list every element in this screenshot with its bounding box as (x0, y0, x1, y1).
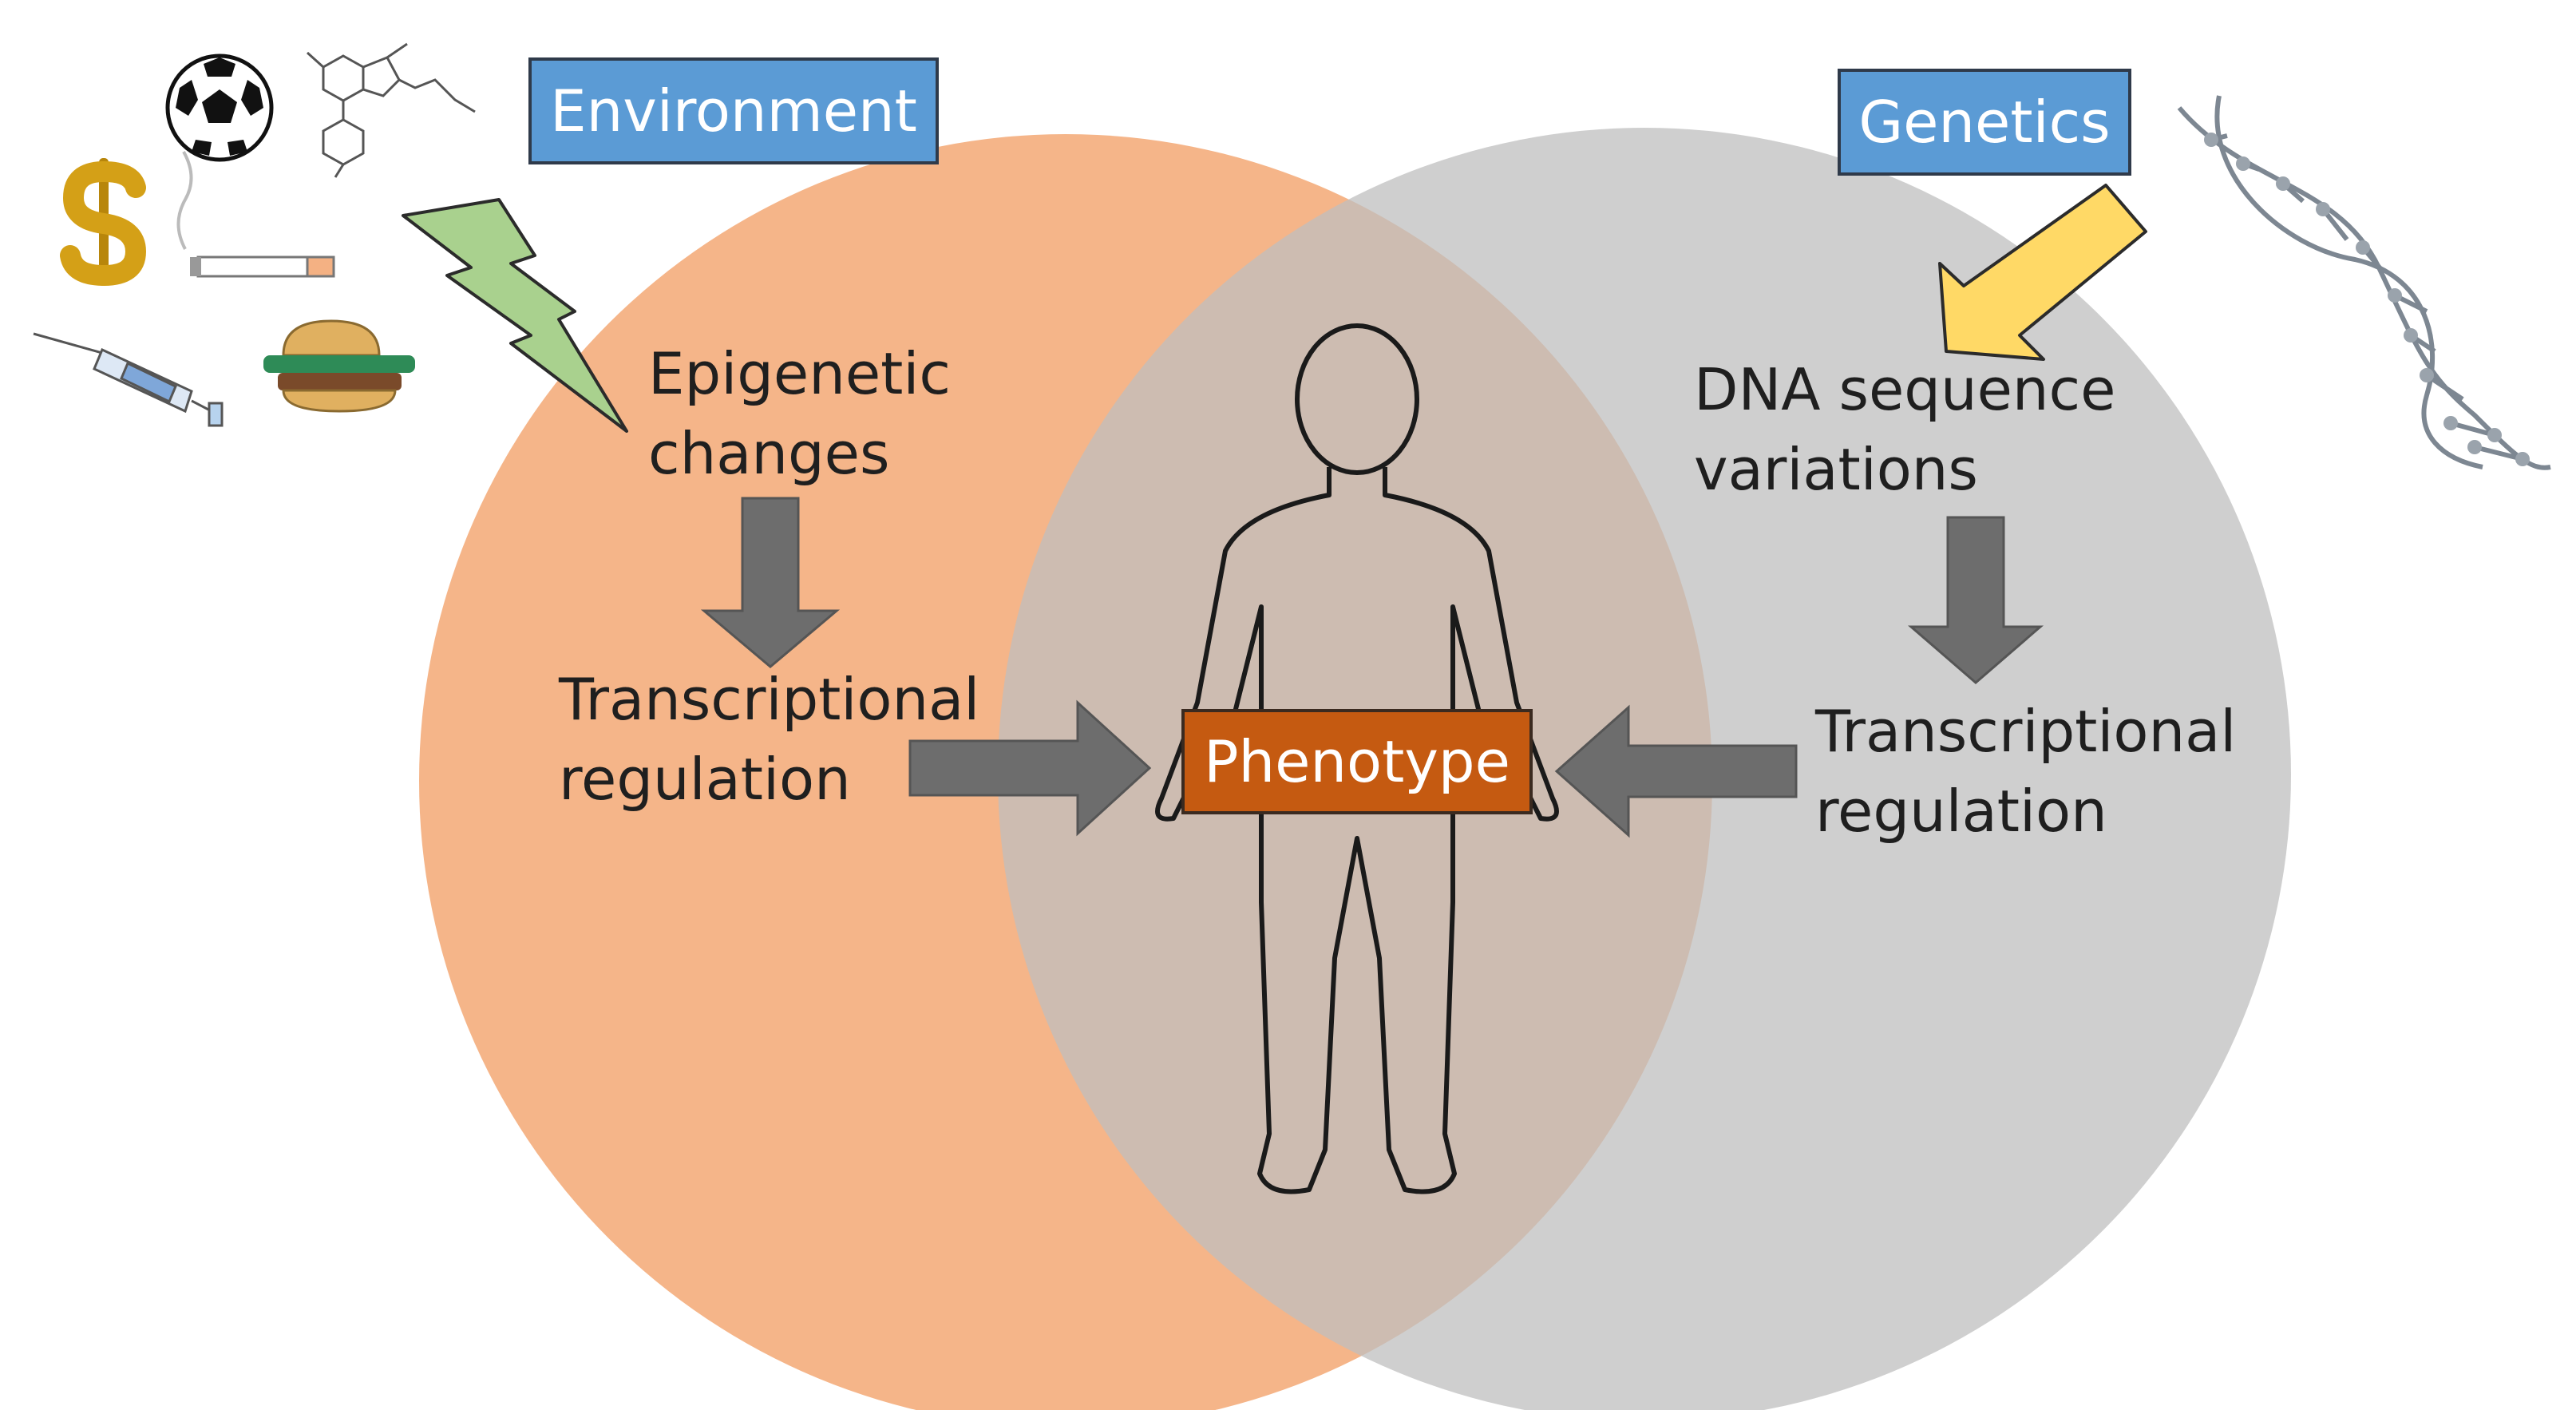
right-arrow-to-phenotype (908, 699, 1152, 837)
right-transcription-text: Transcriptional regulation (1815, 691, 2236, 851)
dna-helix-icon (2177, 95, 2551, 470)
epigenetic-line1: Epigenetic (648, 340, 951, 407)
dna-variations-text: DNA sequence variations (1694, 350, 2115, 509)
left-arrow-to-phenotype (1554, 704, 1798, 838)
chemical-structure-icon (306, 42, 476, 178)
left-transcription-text: Transcriptional regulation (559, 659, 979, 819)
dollar-sign-icon (60, 158, 147, 287)
human-figure-icon (1155, 323, 1559, 1194)
genetics-label: Genetics (1858, 89, 2111, 156)
right-transcription-line2: regulation (1815, 778, 2107, 845)
dna-line2: variations (1694, 436, 1978, 503)
phenotype-label: Phenotype (1204, 728, 1510, 795)
syringe-icon (33, 332, 224, 427)
environment-label: Environment (550, 77, 917, 145)
epigenetic-line2: changes (648, 420, 890, 487)
lightning-bolt-icon (402, 198, 628, 433)
down-arrow-right (1907, 516, 2044, 684)
genetics-arrow-icon (1938, 184, 2147, 361)
soccer-ball-icon (165, 53, 274, 162)
down-arrow-left (700, 497, 841, 668)
cigarette-icon (176, 151, 335, 278)
right-transcription-line1: Transcriptional (1815, 698, 2237, 765)
genetics-label-box: Genetics (1838, 69, 2131, 176)
epigenetic-changes-text: Epigenetic changes (648, 334, 951, 493)
burger-icon (263, 319, 415, 413)
left-transcription-line1: Transcriptional (559, 666, 980, 733)
environment-label-box: Environment (528, 57, 939, 164)
phenotype-label-box: Phenotype (1181, 709, 1533, 814)
dna-nodes (2204, 133, 2530, 466)
left-transcription-line2: regulation (559, 746, 851, 813)
dna-line1: DNA sequence (1694, 356, 2116, 423)
